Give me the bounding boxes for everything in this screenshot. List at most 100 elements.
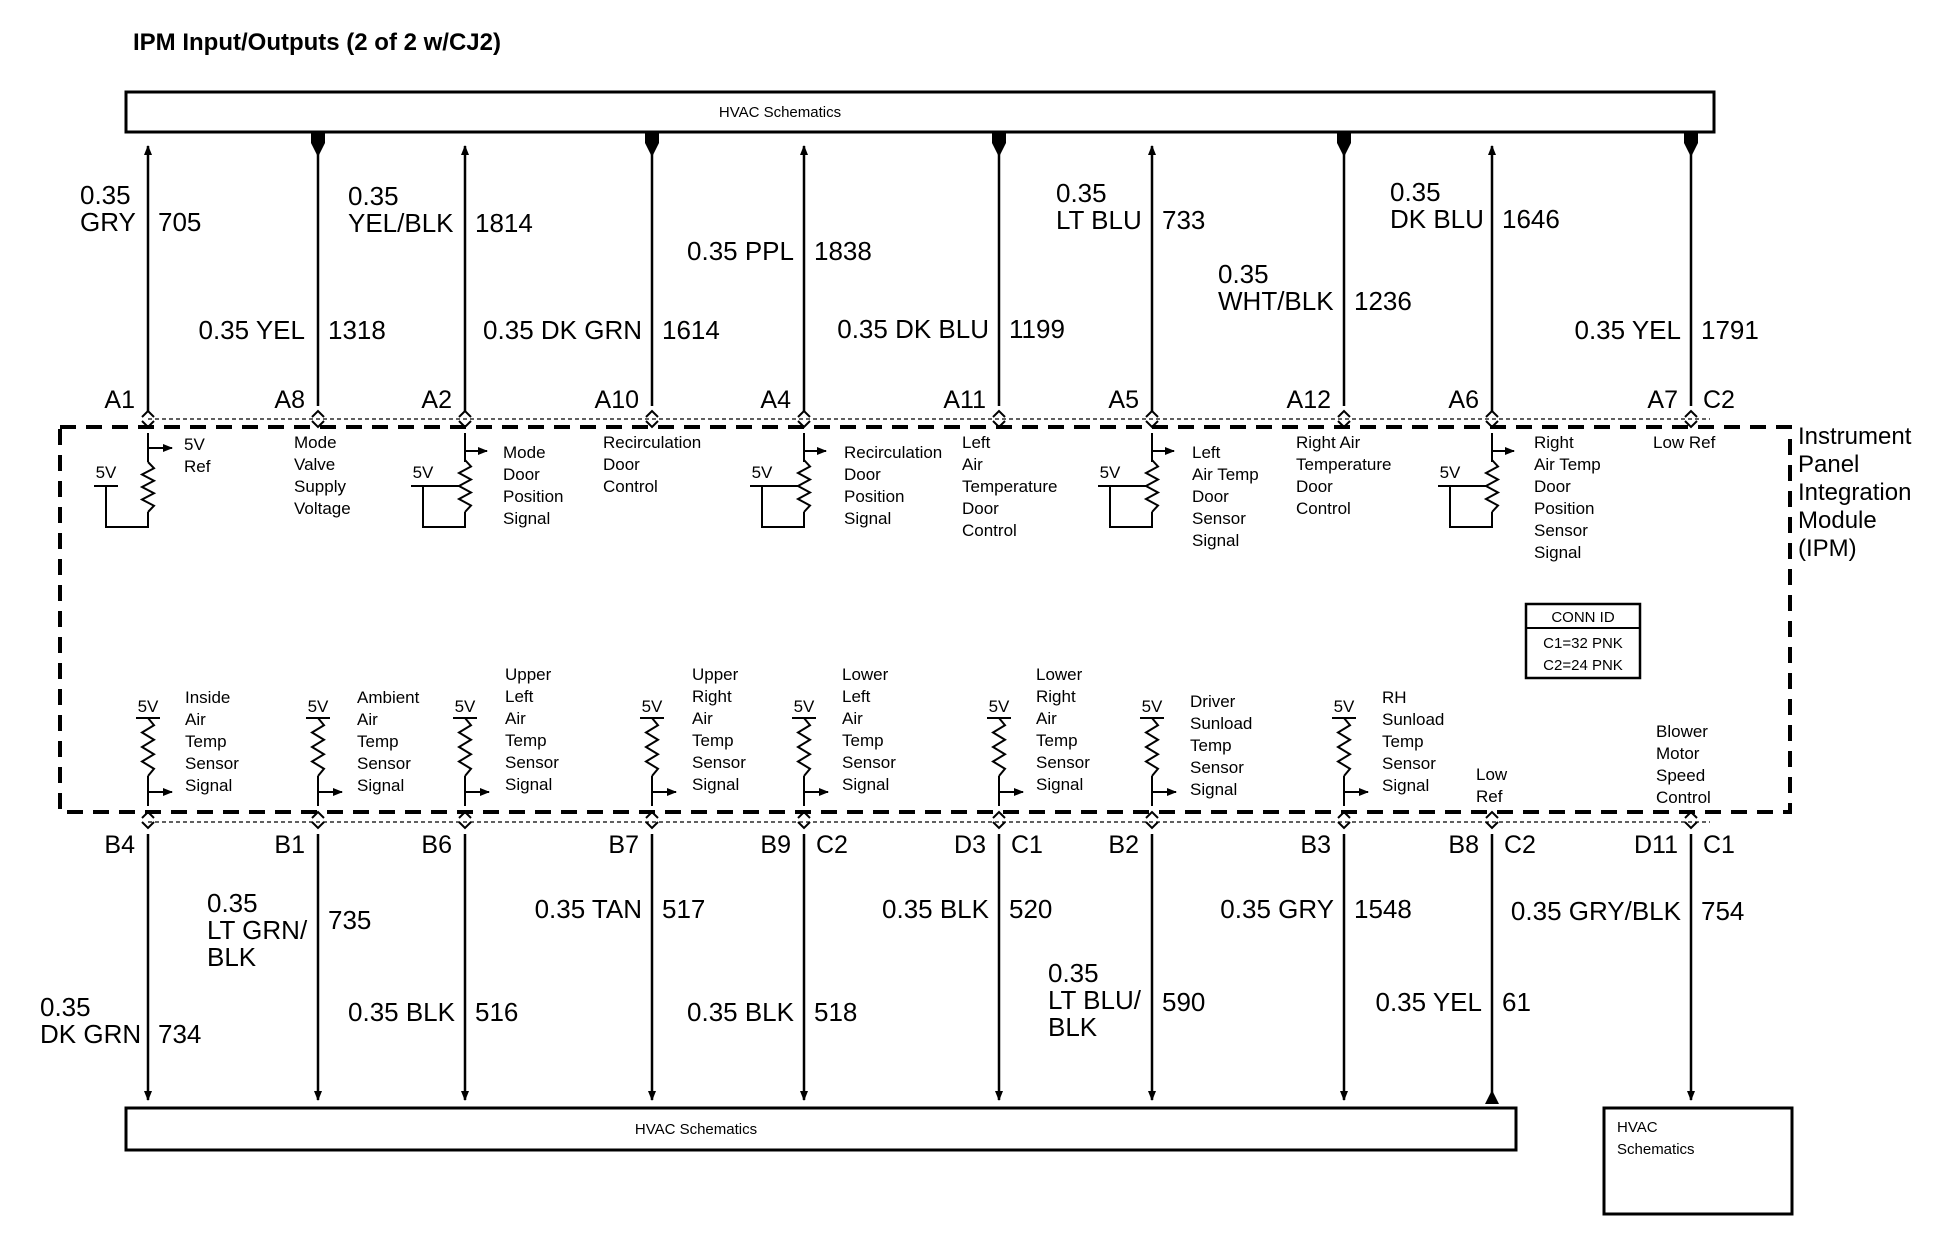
circuit-number: 1236 <box>1354 286 1412 316</box>
signal-label: Inside <box>185 688 230 707</box>
sensor-5v-label: 5V <box>642 697 663 716</box>
pin-caret <box>141 409 155 418</box>
wire-arrow-body <box>1337 132 1351 143</box>
wire-gauge-color: BLK <box>1048 1012 1098 1042</box>
wire-gauge-color: WHT/BLK <box>1218 286 1334 316</box>
wire-gauge-color: 0.35 GRY/BLK <box>1511 896 1682 926</box>
pin-label: B3 <box>1300 831 1331 859</box>
wire-gauge-color: 0.35 BLK <box>882 894 990 924</box>
circuit-number: 1199 <box>1009 314 1065 344</box>
signal-label: Air <box>505 709 526 728</box>
pin-label: B6 <box>421 831 452 859</box>
signal-label: Door <box>1296 477 1333 496</box>
signal-label: Signal <box>185 776 232 795</box>
wire-arrow-down <box>992 143 1006 157</box>
signal-label: Air <box>185 710 206 729</box>
pin-label: B8 <box>1448 831 1479 859</box>
signal-label: Recirculation <box>603 433 701 452</box>
sensor-5v-label: 5V <box>308 697 329 716</box>
thermistor <box>457 717 473 777</box>
potentiometer <box>1143 459 1161 513</box>
pin-label: A4 <box>760 386 791 414</box>
conn-id-title: CONN ID <box>1551 609 1615 626</box>
wire-gauge-color: 0.35 <box>1390 177 1441 207</box>
wire-gauge-color: 0.35 GRY <box>1220 894 1334 924</box>
bottom-hvac-box-label: HVAC Schematics <box>635 1121 757 1138</box>
bottom-right-hvac-box-label-line: HVAC <box>1617 1119 1658 1136</box>
signal-label: Sensor <box>1192 509 1246 528</box>
signal-label: Signal <box>503 509 550 528</box>
signal-label: Lower <box>1036 665 1083 684</box>
circuit-number: 733 <box>1162 205 1205 235</box>
thermistor <box>1144 717 1160 777</box>
pin-label: D3 <box>954 831 986 859</box>
sensor-5v-label: 5V <box>989 697 1010 716</box>
pin-caret <box>797 810 811 819</box>
page-title: IPM Input/Outputs (2 of 2 w/CJ2) <box>133 29 501 56</box>
wire-gauge-color: 0.35 YEL <box>1574 315 1681 345</box>
pin-caret <box>1485 420 1499 429</box>
pin-caret <box>1684 810 1698 819</box>
wire-gauge-color: 0.35 <box>1218 259 1269 289</box>
wire-gauge-color: 0.35 TAN <box>535 894 642 924</box>
wire-gauge-color: 0.35 YEL <box>1375 987 1482 1017</box>
signal-label: Control <box>603 477 658 496</box>
signal-label: Right <box>1036 687 1076 706</box>
pin-label: B7 <box>608 831 639 859</box>
signal-label: Position <box>844 487 904 506</box>
circuit-number: 590 <box>1162 987 1205 1017</box>
bottom-right-hvac-box-label-line: Schematics <box>1617 1141 1695 1158</box>
connector-label: C1 <box>1011 831 1043 859</box>
circuit-number: 1838 <box>814 236 872 266</box>
circuit-number: 1814 <box>475 208 533 238</box>
wire-gauge-color: 0.35 <box>348 181 399 211</box>
wire-gauge-color: GRY <box>80 207 136 237</box>
signal-label: Door <box>1192 487 1229 506</box>
bottom-hvac-box <box>124 1106 1518 1152</box>
sensor-5v-label: 5V <box>455 697 476 716</box>
wire-gauge-color: BLK <box>207 942 257 972</box>
pin-caret <box>992 409 1006 418</box>
signal-label: Sensor <box>842 753 896 772</box>
signal-label: Driver <box>1190 692 1236 711</box>
signal-label: Supply <box>294 477 346 496</box>
pin-label: D11 <box>1634 831 1678 859</box>
ipm-module-outline <box>58 425 1792 814</box>
signal-label: Temp <box>842 731 884 750</box>
signal-label: Left <box>505 687 534 706</box>
pin-label: A8 <box>274 386 305 414</box>
pin-caret <box>645 821 659 830</box>
signal-label: Position <box>1534 499 1594 518</box>
pin-caret <box>141 420 155 429</box>
top-hvac-box <box>124 90 1716 134</box>
signal-label: Ref <box>184 457 211 476</box>
wire-gauge-color: 0.35 <box>1048 958 1099 988</box>
pin-label: B9 <box>760 831 791 859</box>
thermistor <box>991 717 1007 777</box>
connector-label: C1 <box>1703 831 1735 859</box>
signal-label: Door <box>503 465 540 484</box>
signal-label: Signal <box>1192 531 1239 550</box>
circuit-number: 518 <box>814 997 857 1027</box>
thermistor <box>796 717 812 777</box>
wire-arrow-down <box>645 143 659 157</box>
pin-caret <box>1145 409 1159 418</box>
connector-label: C2 <box>1703 386 1735 414</box>
signal-label: Left <box>842 687 871 706</box>
circuit-number: 1646 <box>1502 204 1560 234</box>
pin-caret <box>645 420 659 429</box>
signal-label: Right <box>692 687 732 706</box>
signal-label: RH <box>1382 688 1407 707</box>
signal-label: Sensor <box>692 753 746 772</box>
pin-caret <box>1485 821 1499 830</box>
wire-gauge-color: 0.35 DK GRN <box>483 315 642 345</box>
pin-label: A7 <box>1647 386 1678 414</box>
pot-return <box>422 486 466 528</box>
signal-label: Valve <box>294 455 335 474</box>
circuit-number: 1318 <box>328 315 386 345</box>
pot-return <box>1109 486 1153 528</box>
pin-caret <box>992 821 1006 830</box>
conn-id-line: C1=32 PNK <box>1543 635 1623 652</box>
pin-caret <box>1337 810 1351 819</box>
signal-label: Right <box>1534 433 1574 452</box>
